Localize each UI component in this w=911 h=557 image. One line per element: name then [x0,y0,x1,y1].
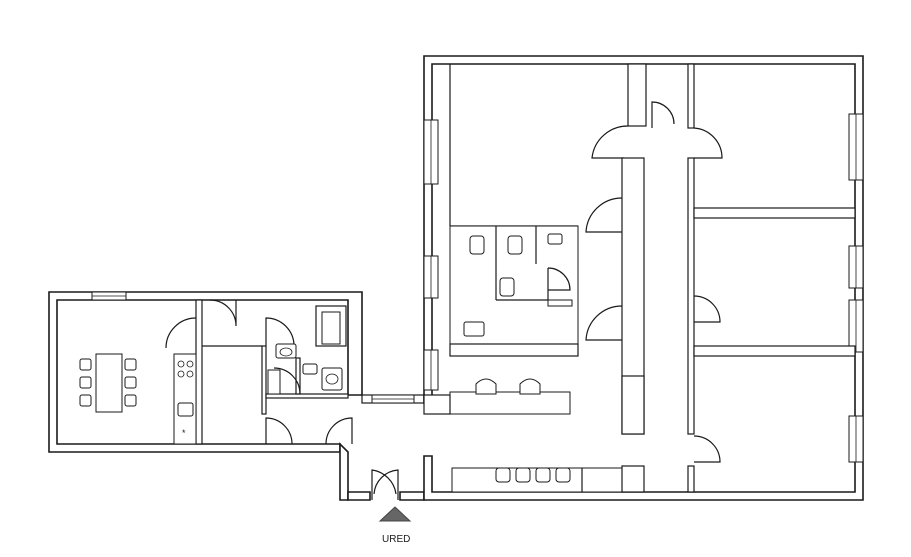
wc-block [449,225,579,357]
reception-desk [423,375,645,435]
entrance-doors [371,469,399,500]
bottom-counter [451,465,695,493]
left-wing-doors [165,299,353,445]
central-corridor [585,157,856,463]
dining-table [79,353,137,413]
top-room-partitions [449,63,723,227]
entrance-marker-icon [378,506,412,522]
svg-text:*: * [182,428,186,438]
corridor-connector [339,394,425,501]
bath-cluster [261,305,349,415]
entrance-label: URED [382,534,410,545]
kitchen-counter: * [173,353,197,445]
